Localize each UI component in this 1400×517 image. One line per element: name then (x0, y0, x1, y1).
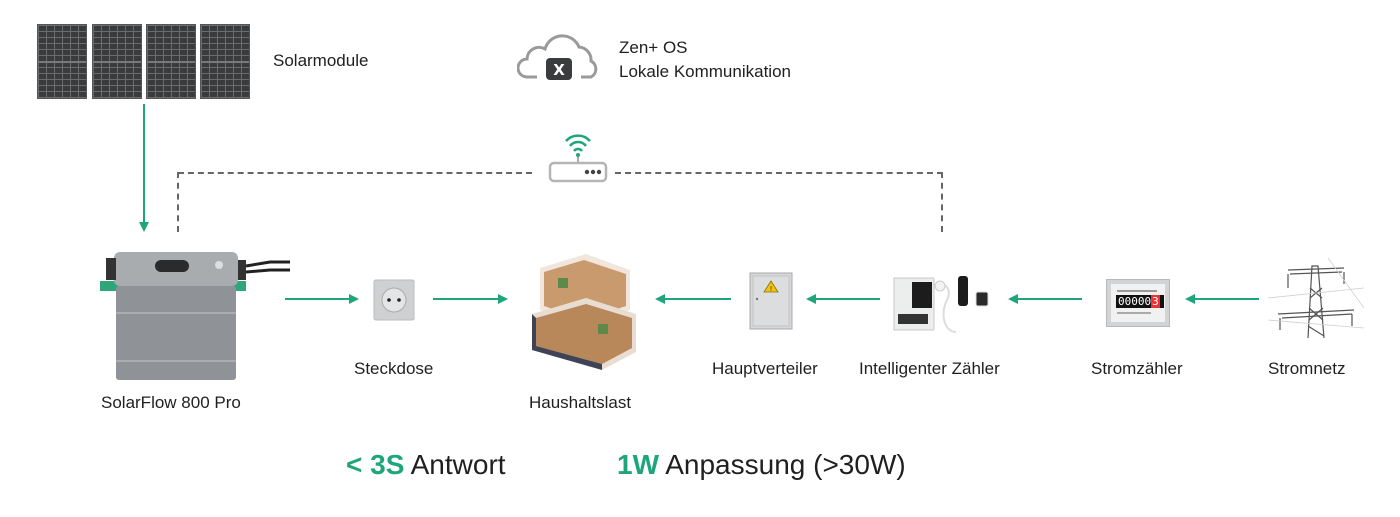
response-text: Antwort (404, 449, 506, 480)
arrow-head-down-icon (139, 222, 149, 232)
outlet-label: Steckdose (354, 359, 434, 378)
grid-label: Stromnetz (1268, 359, 1346, 378)
arrow-head-left-icon (806, 294, 816, 304)
svg-text:!: ! (770, 285, 773, 293)
arrow-distribution-to-house (665, 298, 731, 300)
arrow-head-left-icon (1185, 294, 1195, 304)
cloud-offline-icon: X (517, 34, 598, 80)
house-icon (532, 254, 636, 370)
connection-dashed-right (615, 172, 943, 174)
arrow-head-left-icon (655, 294, 665, 304)
arrow-head-left-icon (1008, 294, 1018, 304)
cloud-subtitle: Lokale Kommunikation (619, 62, 791, 81)
arrow-grid-to-meter (1195, 298, 1259, 300)
arrow-head-right-icon (498, 294, 508, 304)
solar-panel-icon (92, 24, 142, 99)
response-highlight: < 3S (346, 449, 405, 480)
solar-panel-icon (146, 24, 196, 99)
arrow-solar-to-solarflow (143, 104, 145, 222)
wifi-router-icon (548, 134, 608, 183)
meter-label: Stromzähler (1091, 359, 1183, 378)
connection-dashed-left (178, 172, 532, 174)
adjustment-stat: 1W Anpassung (>30W) (617, 449, 906, 481)
power-outlet-icon (373, 279, 415, 321)
solarflow-label: SolarFlow 800 Pro (101, 393, 241, 412)
distribution-label: Hauptverteiler (712, 359, 818, 378)
smart-meter-icon (893, 276, 989, 333)
house-label: Haushaltslast (529, 393, 632, 412)
cloud-badge: X (553, 61, 565, 79)
connection-dashed-solarflow (177, 172, 179, 232)
solar-panel-icon (200, 24, 250, 99)
meter-reading: 00000 (1118, 295, 1152, 308)
arrow-outlet-to-house (433, 298, 498, 300)
adjust-text: Anpassung (>30W) (659, 449, 906, 480)
battery-inverter-icon (100, 252, 290, 380)
distribution-box-icon: ! (749, 272, 793, 330)
meter-last-digit: 3 (1151, 295, 1160, 308)
cloud-title: Zen+ OS (619, 38, 688, 57)
solar-panel-icon (37, 24, 87, 99)
adjust-highlight: 1W (617, 449, 659, 480)
power-pylon-icon (1268, 258, 1364, 339)
arrow-head-right-icon (349, 294, 359, 304)
arrow-meter-to-smartmeter (1018, 298, 1082, 300)
arrow-solarflow-to-outlet (285, 298, 349, 300)
electricity-meter-icon: 000003 (1106, 279, 1170, 327)
arrow-smartmeter-to-distribution (816, 298, 880, 300)
smartmeter-label: Intelligenter Zähler (859, 359, 1000, 378)
response-time-stat: < 3S Antwort (346, 449, 506, 481)
connection-dashed-smartmeter (941, 172, 943, 232)
solar-label: Solarmodule (273, 51, 369, 70)
